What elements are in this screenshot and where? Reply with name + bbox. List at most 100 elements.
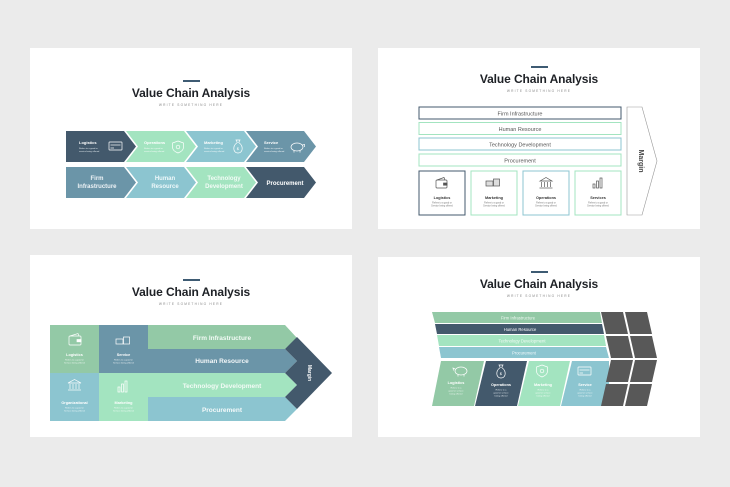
support-bar-firm-infrastructure[interactable]: Firm Infrastructure [432,312,602,323]
primary-block-logistics[interactable]: Logistics Refers to a good or service be… [432,361,484,406]
chevron-desc: Refers to a good or [79,147,98,150]
primary-tile-marketing[interactable]: Marketing Refers to a good or Service be… [99,373,148,421]
slide-slanted-blocks[interactable]: Value Chain Analysis WRITE SOMETHING HER… [378,257,700,437]
primary-box-logistics[interactable]: Logistics Refers to a good or Service be… [418,170,466,216]
title-accent-bar [182,279,200,281]
margin-diamond[interactable]: Margin [285,337,332,409]
chevron-firm-infrastructure[interactable]: Firm Infrastructure [66,167,136,198]
slide-chevron-rows[interactable]: Value Chain Analysis WRITE SOMETHING HER… [30,48,352,229]
support-row-procurement[interactable]: Procurement [418,153,622,167]
slide-subtitle: WRITE SOMETHING HERE [506,294,572,298]
support-row-technology-development[interactable]: Technology Development [418,137,622,151]
primary-label: Marketing [485,196,504,200]
margin-chevron-grid [601,312,657,406]
piggy-bank-icon [290,142,305,153]
primary-desc: Service being offered [64,410,85,413]
support-row-human-resource[interactable]: Human Resource [418,122,622,135]
chevron-label: Resource [151,184,179,190]
title-accent-bar [530,66,548,68]
primary-tile-logistics[interactable]: Logistics Refers to a good or Service be… [50,325,99,373]
piggy-bank-icon [452,366,468,377]
primary-label: Operations [491,383,511,387]
support-label: Human Resource [504,327,537,332]
slide-subtitle: WRITE SOMETHING HERE [158,302,224,306]
chevron-human-resource[interactable]: Human Resource [126,167,196,198]
support-row-firm-infrastructure[interactable]: Firm Infrastructure [418,106,622,120]
primary-label: Logistics [448,381,465,385]
chevron-label: Operations [144,140,166,145]
support-bar-procurement[interactable]: Procurement [439,347,609,358]
primary-box-marketing[interactable]: Marketing Refers to a good or Service be… [470,170,518,216]
primary-tile-organizational[interactable]: Organizational Refers to a good or Servi… [50,373,99,421]
support-bar-firm-infrastructure[interactable]: Firm Infrastructure [148,325,297,349]
primary-label: Organizational [61,401,87,405]
primary-desc: Refers to a good or [114,359,133,362]
chevron-procurement[interactable]: Procurement [246,167,316,198]
primary-box-services[interactable]: Services Refers to a good or Service bei… [574,170,622,216]
margin-label: Margin [306,365,312,381]
chevron-desc: service being offered [204,150,225,153]
primary-tile-service[interactable]: Service Refers to a good or Service bein… [99,325,148,373]
chevron-marketing[interactable]: Marketing Refers to a good or service be… [186,131,256,162]
slide-title: Value Chain Analysis [479,277,599,291]
primary-block-operations[interactable]: $ Operations Refers to a good or service… [475,361,527,406]
margin-block [601,384,628,406]
credit-card-icon [108,141,123,151]
primary-desc: Service being offered [483,205,505,208]
margin-arrow[interactable]: Margin [626,106,658,216]
margin-block [606,360,633,382]
primary-desc: Refers to a [580,389,591,392]
bar-chart-icon [592,177,603,189]
support-bar-procurement[interactable]: Procurement [148,397,297,421]
slide-title: Value Chain Analysis [131,285,251,299]
margin-block [601,312,628,334]
primary-desc: Service being offered [587,205,609,208]
chevron-label: Development [205,184,243,190]
chevron-technology-development[interactable]: Technology Development [186,167,256,198]
cash-icon [485,178,500,187]
support-bar-technology-development[interactable]: Technology Development [437,335,606,346]
slide-header: Value Chain Analysis WRITE SOMETHING HER… [30,80,352,107]
margin-block [630,336,657,358]
shield-icon [172,140,184,154]
primary-desc: Refers to a good or [65,359,84,362]
primary-desc: Refers to a good or [484,202,504,205]
chevron-label: Service [264,140,279,145]
primary-desc: good or service [449,390,465,393]
support-label: Firm Infrastructure [501,316,536,321]
chevron-label: Technology [207,176,241,182]
slide-title: Value Chain Analysis [479,72,599,86]
money-bag-icon: $ [496,364,506,379]
primary-block-service[interactable]: Service Refers to a good or service bein… [561,361,609,406]
slide-grid-arrow[interactable]: Value Chain Analysis WRITE SOMETHING HER… [30,255,352,437]
support-bar-technology-development[interactable]: Technology Development [148,373,297,397]
margin-block [625,312,652,334]
primary-desc: Refers to a good or [536,202,556,205]
support-label: Firm Infrastructure [193,335,252,342]
primary-desc: being offered [537,395,551,398]
margin-label: Margin [637,150,644,173]
support-bar-human-resource[interactable]: Human Resource [435,324,604,334]
primary-desc: Refers to a good or [432,202,452,205]
svg-text:$: $ [237,146,240,151]
primary-box-operations[interactable]: Operations Refers to a good or Service b… [522,170,570,216]
chevron-label: Logistics [79,140,97,145]
svg-text:$: $ [500,371,503,376]
slide-header: Value Chain Analysis WRITE SOMETHING HER… [30,279,352,306]
primary-desc: being offered [495,395,509,398]
slide-title: Value Chain Analysis [131,86,251,100]
primary-label: Service [117,353,131,357]
chevron-label: Human [155,176,176,182]
chevron-logistics[interactable]: Logistics Refers to a good or service be… [66,131,136,162]
chevron-operations[interactable]: Operations Refers to a good or service b… [126,131,196,162]
primary-block-marketing[interactable]: Marketing Refers to a good or service be… [518,361,570,406]
slide-outlined-boxes[interactable]: Value Chain Analysis WRITE SOMETHING HER… [378,48,700,229]
primary-desc: Service being offered [431,205,453,208]
slide-header: Value Chain Analysis WRITE SOMETHING HER… [378,66,700,93]
primary-desc: Service being offered [64,362,85,365]
primary-desc: good or service [578,392,594,395]
primary-desc: Service being offered [113,362,134,365]
support-bar-human-resource[interactable]: Human Resource [148,349,297,373]
wallet-icon [435,177,448,189]
chevron-service[interactable]: Service Refers to a good or service bein… [246,131,316,162]
